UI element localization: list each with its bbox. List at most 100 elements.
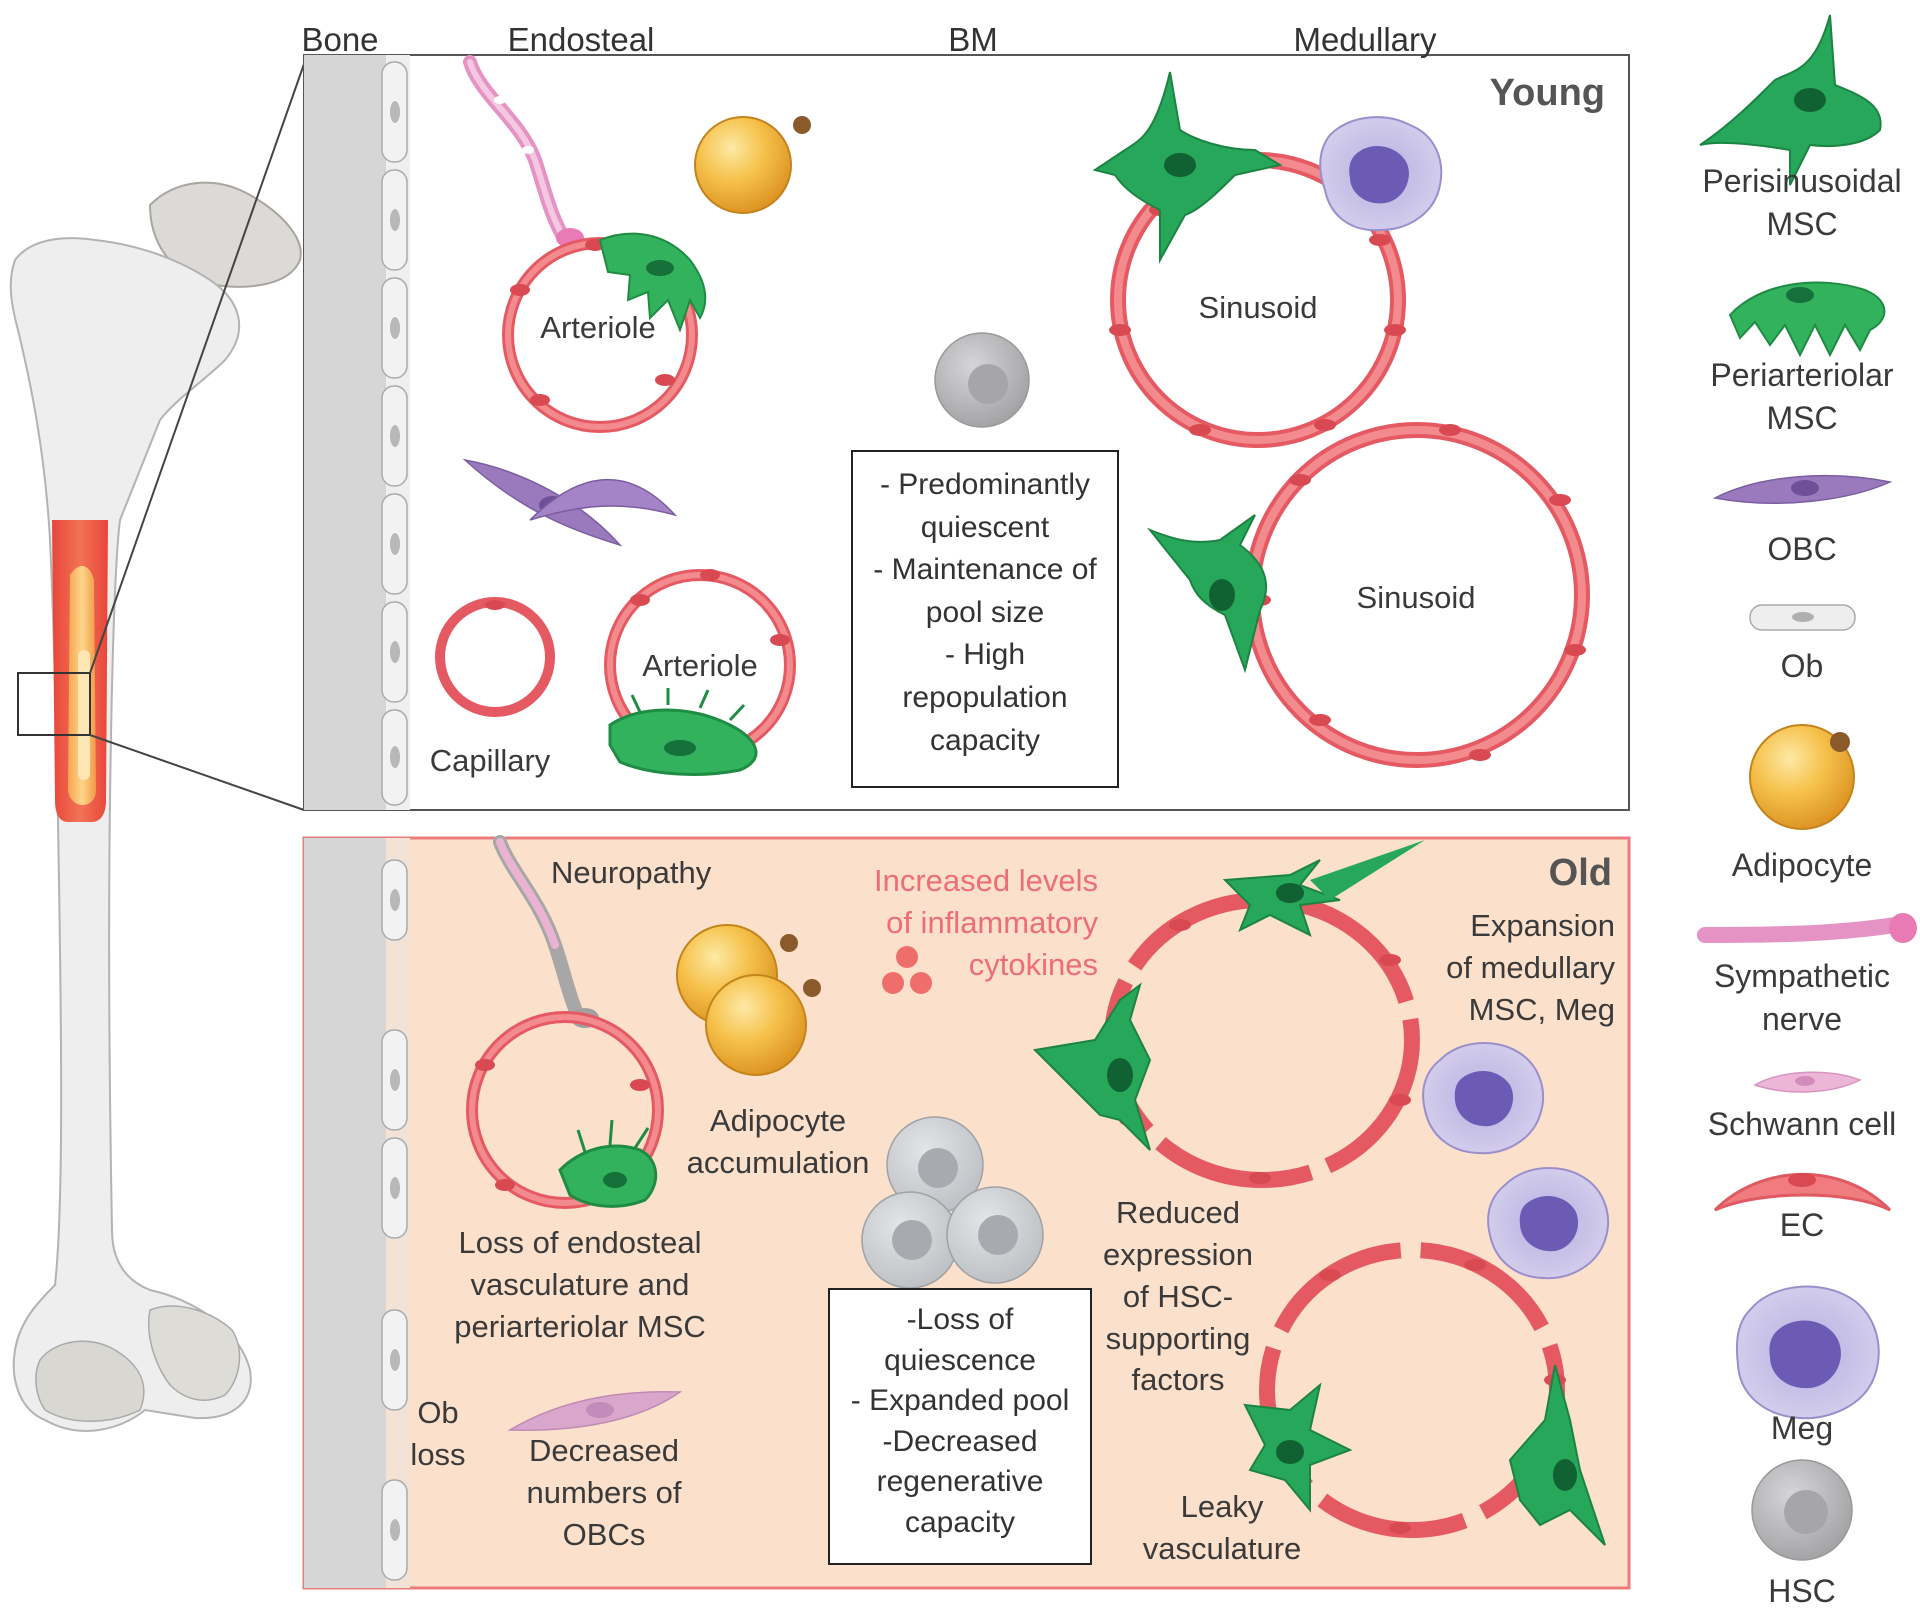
cytokines-line: of inflammatory: [886, 904, 1098, 940]
periarteriolar-msc-old: [558, 1119, 658, 1208]
hsc-young-line: - Maintenance of: [873, 553, 1097, 587]
endosteal-loss-label: Loss of endosteal vasculature and periar…: [454, 1222, 706, 1348]
medullary-expansion-line: Expansion: [1470, 908, 1615, 943]
legend-label-meg: Meg: [1770, 1410, 1834, 1446]
legend-line: Sympathetic: [1713, 958, 1891, 994]
legend-label-perisinusoidal-msc: Perisinusoidal MSC: [1702, 160, 1901, 246]
hsc-old-line: -Loss of: [906, 1303, 1014, 1336]
hsc-young-properties-box: - Predominantly quiescent - Maintenance …: [851, 450, 1119, 788]
perisinusoidal-msc-old-4: [1508, 1364, 1606, 1546]
legend-hsc-icon: [1751, 1459, 1853, 1561]
obc-decrease-line: numbers of: [526, 1474, 682, 1510]
hsc-young-line: pool size: [925, 595, 1045, 629]
arteriole-label-bottom: Arteriole: [642, 648, 758, 683]
sinusoid-label-top: Sinusoid: [1198, 290, 1318, 325]
hsc-young-line: quiescent: [920, 510, 1050, 544]
young-panel-title: Young: [1489, 72, 1605, 114]
hsc-young-line: repopulation: [902, 680, 1068, 714]
perisinusoidal-msc-young-bottom: [1146, 514, 1268, 674]
legend-label-ob: Ob: [1780, 648, 1824, 684]
hsc-old-properties-box: -Loss of quiescence - Expanded pool -Dec…: [828, 1288, 1092, 1565]
legend-label-ec: EC: [1779, 1207, 1825, 1243]
cytokine-dots: [882, 946, 932, 994]
hsc-old-line: regenerative: [876, 1465, 1044, 1498]
adipocyte-accumulation-label: Adipocyte accumulation: [687, 1100, 870, 1184]
column-header-medullary: Medullary: [1293, 21, 1437, 58]
endosteal-loss-line: Loss of endosteal: [458, 1225, 702, 1260]
ob-loss-line: Ob: [417, 1395, 459, 1430]
legend-line: MSC: [1766, 400, 1838, 437]
young-panel: [303, 54, 1630, 811]
legend-label-periarteriolar-msc: Periarteriolar MSC: [1710, 354, 1893, 440]
hsc-young-line: capacity: [929, 723, 1041, 757]
zoom-indicator: [17, 63, 305, 811]
reduced-expression-line: factors: [1131, 1362, 1225, 1398]
hsc-old-line: capacity: [904, 1505, 1016, 1539]
cytokines-line: Increased levels: [873, 863, 1098, 898]
perisinusoidal-msc-old-3: [1243, 1382, 1353, 1513]
legend-obc-icon: [1712, 474, 1893, 504]
adipocyte-young: [694, 116, 811, 214]
hsc-young-line: - Predominantly: [879, 468, 1091, 501]
ob-loss-label: Ob loss: [410, 1392, 465, 1476]
hsc-old-line: quiescence: [884, 1343, 1036, 1377]
perisinusoidal-msc-young-top: [1092, 71, 1283, 264]
legend-label-sympathetic-nerve: Sympathetic nerve: [1714, 955, 1890, 1041]
cytokines-line: cytokines: [968, 946, 1098, 982]
legend-label-schwann-cell: Schwann cell: [1707, 1106, 1897, 1142]
legend-periarteriolar-msc-icon: [1728, 281, 1886, 358]
capillary-label: Capillary: [429, 743, 551, 778]
osteoblast-column-old: [381, 859, 408, 1581]
perisinusoidal-msc-old-1: [1222, 840, 1425, 937]
adipocyte-cluster-old: [676, 924, 821, 1076]
adipocyte-accumulation-line: Adipocyte: [709, 1103, 847, 1138]
neuropathy-label: Neuropathy: [551, 855, 712, 890]
legend-line: nerve: [1761, 1001, 1843, 1038]
periarteriolar-msc-young-top: [598, 232, 707, 333]
legend-label-adipocyte: Adipocyte: [1731, 847, 1873, 883]
obc-old: [507, 1391, 683, 1431]
medullary-expansion-label: Expansion of medullary MSC, Meg: [1360, 905, 1615, 1031]
obc-decrease-label: Decreased numbers of OBCs: [526, 1430, 681, 1556]
hsc-young-line: - High: [944, 638, 1026, 672]
sympathetic-nerve-young: [463, 55, 584, 248]
column-header-bm: BM: [948, 21, 998, 58]
hsc-cluster-old: [861, 1116, 1044, 1289]
hsc-old-line: -Decreased: [882, 1424, 1038, 1458]
sinusoid-label-bottom: Sinusoid: [1356, 580, 1476, 615]
medullary-expansion-line: MSC, Meg: [1468, 991, 1615, 1027]
leaky-vasculature-label: Leaky vasculature: [1143, 1486, 1302, 1570]
reduced-expression-line: Reduced: [1115, 1195, 1241, 1230]
legend-ob-icon: [1749, 604, 1856, 631]
ob-loss-line: loss: [410, 1436, 466, 1472]
cytokines-label: Increased levels of inflammatory cytokin…: [820, 860, 1098, 986]
legend-line: Periarteriolar: [1710, 357, 1894, 393]
legend: [1697, 14, 1917, 1561]
column-header-endosteal: Endosteal: [507, 21, 655, 58]
obc-decrease-line: Decreased: [529, 1433, 679, 1468]
hsc-old-line: - Expanded pool: [850, 1384, 1070, 1417]
column-header-bone: Bone: [301, 21, 379, 58]
perisinusoidal-msc-old-2: [1032, 982, 1152, 1151]
arteriole-old: [466, 1011, 664, 1209]
endosteal-loss-line: vasculature and: [470, 1266, 690, 1302]
legend-label-hsc: HSC: [1768, 1573, 1836, 1609]
endosteal-loss-line: periarteriolar MSC: [454, 1308, 706, 1344]
obc-decrease-line: OBCs: [562, 1516, 646, 1552]
megakaryocyte-young: [1319, 116, 1443, 232]
leaky-line: vasculature: [1142, 1530, 1302, 1566]
capillary-young: [435, 597, 555, 717]
megakaryocyte-old-1: [1422, 1042, 1544, 1155]
legend-label-obc: OBC: [1767, 531, 1837, 567]
legend-ec-icon: [1713, 1172, 1892, 1212]
legend-line: Perisinusoidal: [1702, 163, 1902, 199]
legend-meg-icon: [1735, 1285, 1880, 1420]
adipocyte-accumulation-line: accumulation: [686, 1144, 870, 1180]
legend-perisinusoidal-msc-icon: [1699, 14, 1882, 186]
femur-illustration: [9, 181, 302, 1432]
obc-young: [462, 458, 678, 547]
megakaryocyte-old-2: [1487, 1167, 1609, 1280]
legend-schwann-cell-icon: [1753, 1071, 1862, 1093]
osteoblast-column-young: [381, 61, 408, 806]
reduced-expression-label: Reduced expression of HSC- supporting fa…: [1103, 1192, 1253, 1401]
